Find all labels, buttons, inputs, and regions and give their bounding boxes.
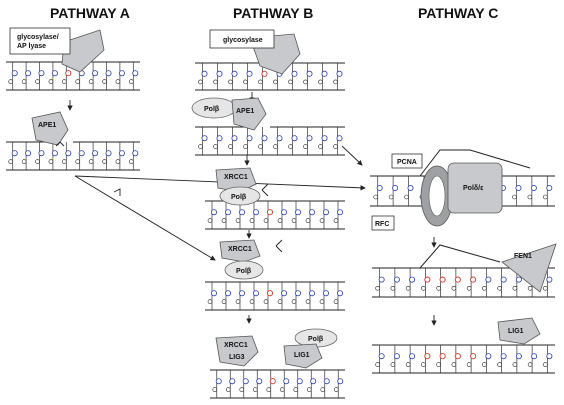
inhibit-mark-a: [113, 188, 121, 196]
fen1-label: FEN1: [514, 253, 532, 260]
dna-a1: [6, 61, 140, 91]
polb-b2-protein: [219, 186, 261, 206]
ape1-a-protein: [31, 111, 69, 146]
ape1-b-protein: [231, 97, 267, 131]
glycosylase-b-box: [209, 29, 275, 49]
rfc-label: RFC: [375, 221, 389, 228]
polb-b4-label: Polβ: [308, 336, 324, 343]
glycosylase-ap-lyase-label-2: AP lyase: [17, 43, 46, 50]
xrcc1-b3-label: XRCC1: [228, 246, 252, 253]
pathway-c-header: PATHWAY C: [418, 5, 498, 21]
lig1-b-protein: [283, 343, 323, 369]
lig1-c-protein: [497, 317, 541, 345]
pol-de-label: Polδ/ε: [463, 185, 484, 192]
pathway-a-header: PATHWAY A: [50, 5, 130, 21]
pathway-c: PCNA Polδ/ε RFC FEN1 LIG1: [371, 153, 557, 345]
polb-b3-label: Polβ: [236, 268, 252, 275]
ape1-a-label: APE1: [38, 122, 56, 129]
dna-b3: [205, 200, 345, 230]
fen1-protein: [501, 243, 557, 293]
pcna-ring-hole: [428, 175, 446, 217]
xrcc1-b2-label: XRCC1: [224, 174, 248, 181]
pcna-label: PCNA: [397, 159, 417, 166]
polb-b2-label: Polβ: [231, 194, 247, 201]
pathway-b-header: PATHWAY B: [233, 5, 313, 21]
flap-c1: [419, 149, 531, 177]
ape1-b-label: APE1: [236, 108, 254, 115]
dna-b4: [205, 281, 345, 311]
polb-b2-stop-mark: [261, 183, 269, 197]
dna-duplexes: [6, 61, 555, 399]
rfc-box: [371, 215, 395, 231]
pathway-b: glycosylase Polβ APE1 XRCC1 Polβ XRCC1 P…: [191, 29, 363, 369]
dna-c3: [372, 344, 555, 374]
dna-b1: [195, 62, 345, 91]
glycosylase-ap-lyase-label-1: glycosylase/: [17, 34, 59, 41]
inhibit-mark-b: [275, 239, 283, 253]
polb-b3-protein: [224, 260, 264, 280]
lig3-label: LIG3: [229, 354, 245, 361]
pol-delta-epsilon-protein: [447, 162, 503, 214]
flap-c2: [419, 244, 501, 269]
pcna-box: [391, 153, 423, 169]
blocked-end-a: [55, 141, 65, 147]
arrow-a-to-b: [74, 175, 216, 261]
glycosylase-b-label: glycosylase: [223, 37, 263, 44]
polb-b1-label: Polβ: [204, 106, 220, 113]
dna-b2: [195, 126, 345, 156]
glycosylase-ap-lyase-protein: [61, 29, 105, 73]
glycosylase-ap-lyase-box: [9, 27, 71, 55]
dna-a2: [6, 141, 140, 171]
xrcc1-b3-protein: [219, 239, 261, 263]
dna-b5: [210, 369, 345, 399]
xrcc1-b4-label: XRCC1: [224, 342, 248, 349]
pathway-a: glycosylase/ AP lyase APE1: [9, 27, 105, 147]
xrcc1-lig3-protein: [215, 335, 259, 367]
arrow-b-to-c: [341, 145, 363, 166]
lig1-b-label: LIG1: [294, 352, 310, 359]
lig1-c-label: LIG1: [508, 328, 524, 335]
